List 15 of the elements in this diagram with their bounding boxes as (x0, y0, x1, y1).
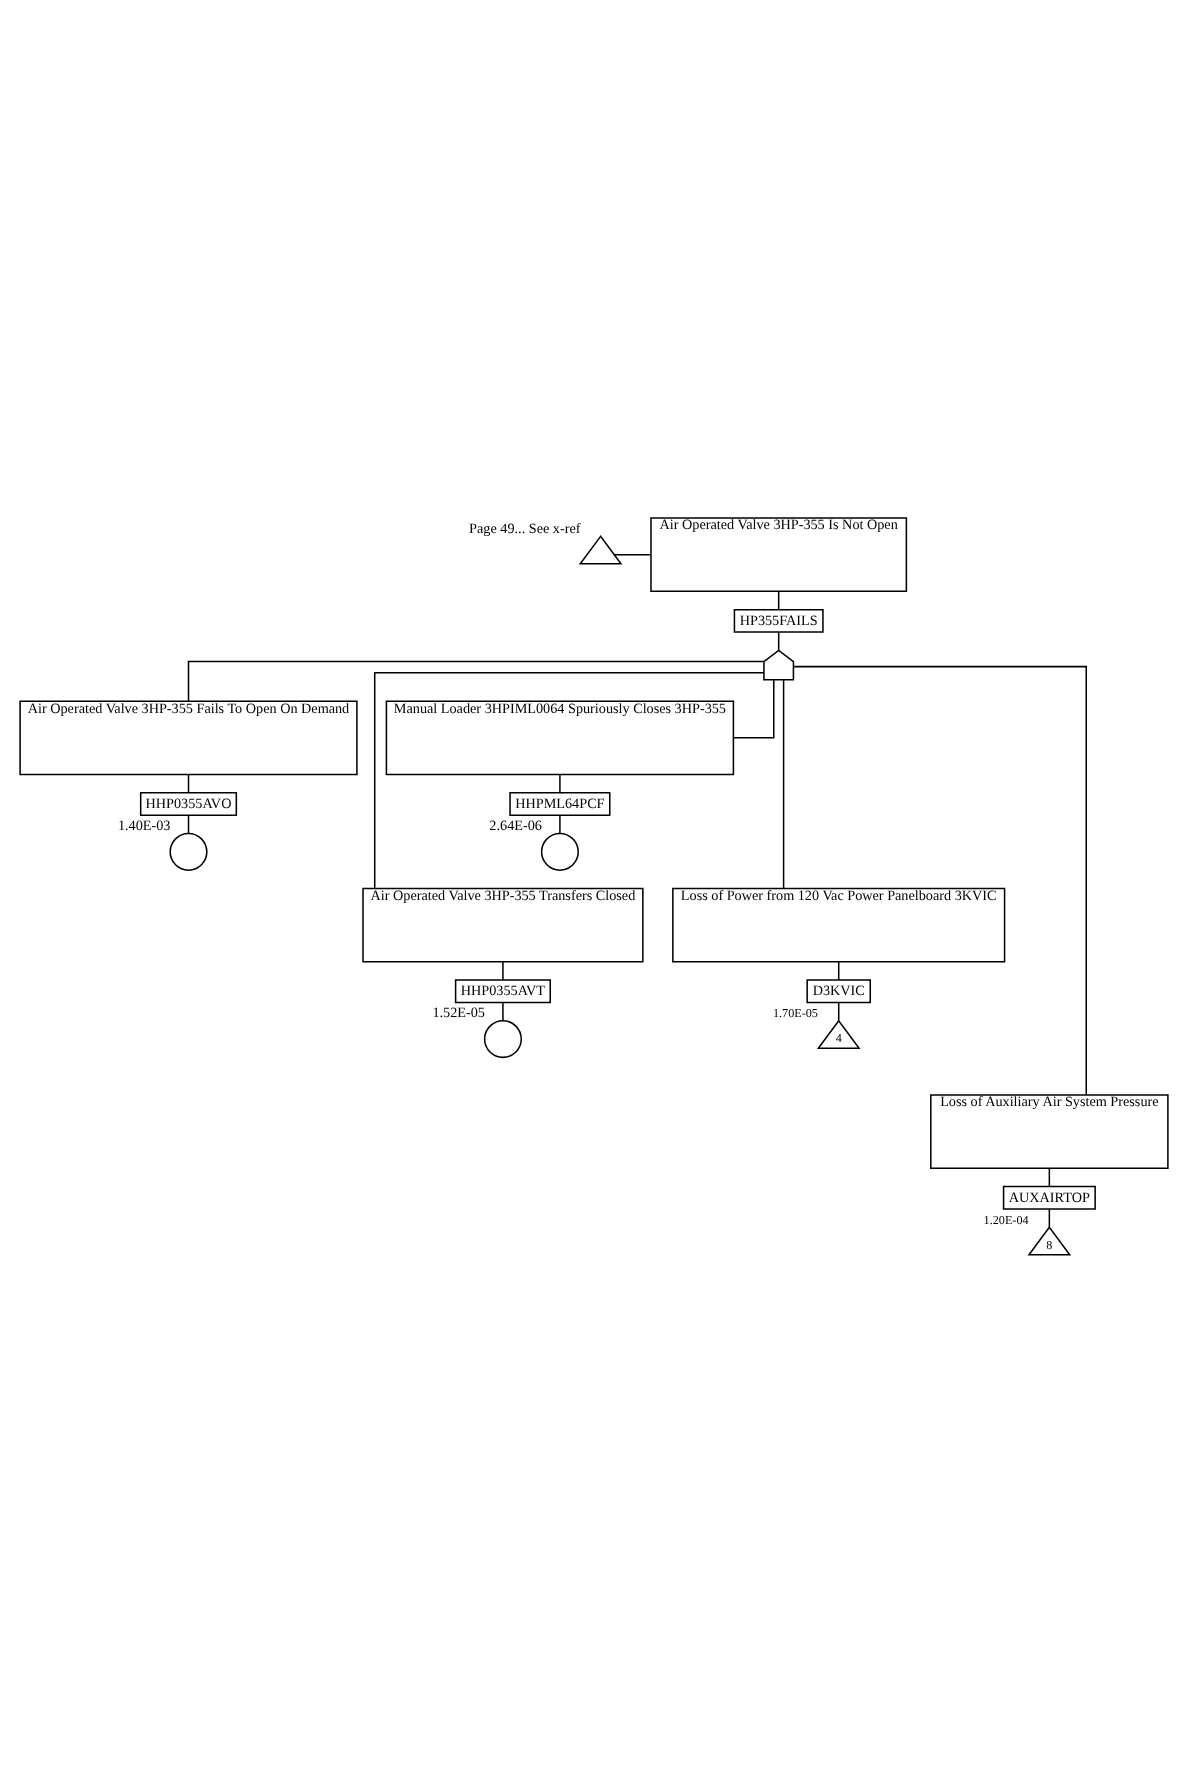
node-gate (763, 648, 795, 680)
connector (732, 678, 775, 738)
connector (373, 670, 765, 889)
connector (792, 664, 1087, 1095)
connector (187, 659, 765, 701)
node-circle (169, 831, 208, 870)
connector (502, 960, 504, 980)
connector (502, 1001, 504, 1021)
connector (559, 773, 561, 793)
connector (613, 552, 652, 555)
node-circle (483, 1018, 522, 1058)
connector (559, 813, 561, 834)
connector (782, 678, 785, 888)
node-circle (540, 831, 579, 870)
node-triangle (578, 534, 623, 564)
